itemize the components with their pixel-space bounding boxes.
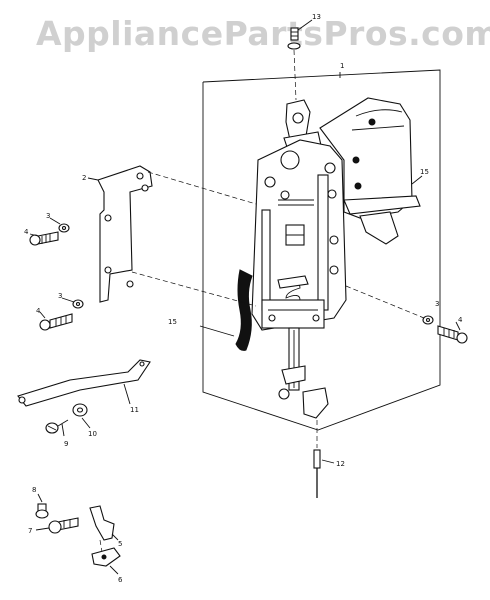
callout-3-right: 3 <box>435 300 439 308</box>
callout-8: 8 <box>32 486 36 494</box>
callout-4-right: 4 <box>458 316 463 324</box>
screw-group-right <box>422 315 468 344</box>
callout-4-lower: 4 <box>36 307 41 315</box>
callout-3-lower: 3 <box>58 292 62 300</box>
callout-2: 2 <box>82 174 86 182</box>
thread-part-15 <box>199 269 253 351</box>
screw-group-lower-left <box>39 297 84 331</box>
callout-4-upper: 4 <box>24 228 29 236</box>
assembly-frame <box>202 69 441 431</box>
washer-part-10 <box>72 403 91 429</box>
callout-5: 5 <box>118 540 122 548</box>
callout-9: 9 <box>64 440 68 448</box>
callout-10: 10 <box>88 430 97 438</box>
callout-11: 11 <box>130 406 139 414</box>
callout-1: 1 <box>340 62 344 70</box>
callout-13: 13 <box>312 13 321 21</box>
thread-guard-part-15 <box>319 97 423 245</box>
needle-bar-mechanism <box>251 99 347 331</box>
bracket-part-2 <box>87 165 153 303</box>
needle-bar <box>278 327 329 419</box>
screw-part-13 <box>287 19 313 101</box>
guide-part-5 <box>89 505 119 553</box>
screw-part-9 <box>45 419 69 437</box>
callout-6: 6 <box>118 576 123 584</box>
callout-12: 12 <box>336 460 345 468</box>
foot-part-6 <box>91 547 121 575</box>
needle-part-12 <box>313 420 335 498</box>
callout-15-right: 15 <box>420 168 429 176</box>
screw-part-8 <box>35 493 49 519</box>
watermark: AppliancePartsPros.com <box>36 14 490 53</box>
callout-3-upper: 3 <box>46 212 50 220</box>
screw-group-upper-left <box>29 217 70 246</box>
alignment-lines <box>131 171 425 319</box>
screw-part-7 <box>35 517 79 534</box>
lever-part-11 <box>17 359 151 407</box>
callout-15-left: 15 <box>168 318 177 326</box>
callout-7: 7 <box>28 527 32 535</box>
